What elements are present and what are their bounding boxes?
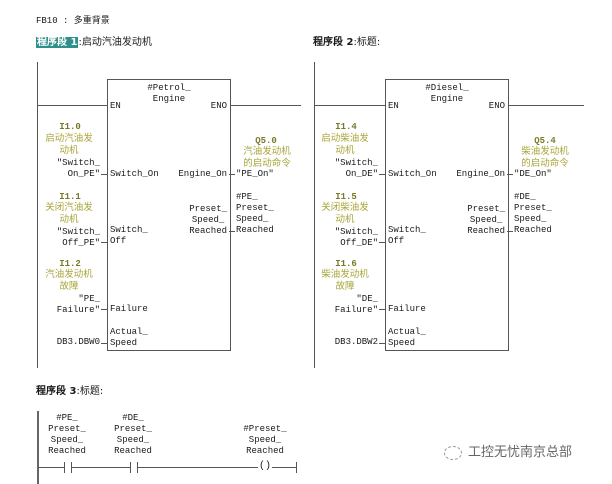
pin-en: EN	[388, 101, 399, 111]
instance-name-line1: #Diesel_	[425, 83, 469, 93]
output-symbol[interactable]: #DE_ Preset_ Speed_ Reached	[514, 192, 552, 235]
segment-title-text: 标题:	[79, 386, 104, 397]
pin-eno: ENO	[210, 101, 227, 111]
input-address: I1.5	[335, 192, 357, 202]
wire	[229, 174, 235, 175]
wire	[101, 309, 107, 310]
segment-title-text: 标题:	[356, 37, 381, 48]
input-address: I1.1	[59, 192, 81, 202]
segment-number: 1	[70, 37, 78, 48]
instance-name-line2: Engine	[430, 94, 464, 104]
segment-separator: :	[353, 37, 357, 48]
normally-open-contact-icon[interactable]	[130, 462, 138, 473]
pin-failure: Failure	[388, 304, 426, 314]
pin-switch-on: Switch_On	[110, 169, 159, 179]
instance-name-line2: Engine	[152, 94, 186, 104]
output-address: Q5.4	[534, 136, 556, 146]
input-symbol[interactable]: "PE_ Failure"	[56, 294, 100, 315]
power-rail-left	[37, 62, 38, 368]
input-address: I1.6	[335, 259, 357, 269]
output-symbol[interactable]: #PE_ Preset_ Speed_ Reached	[236, 192, 274, 235]
input-symbol[interactable]: "Switch_ Off_DE"	[334, 227, 378, 248]
input-comment: 启动汽油发 动机	[45, 133, 93, 156]
segment-label: 程序段	[36, 386, 66, 397]
wire	[101, 242, 107, 243]
power-rail-left	[314, 62, 315, 368]
segment-title-text: 启动汽油发动机	[81, 37, 152, 48]
pin-actual-speed: Actual_ Speed	[388, 327, 426, 348]
pin-preset-speed-reached: Preset_ Speed_ Reached	[189, 204, 227, 236]
wire	[379, 343, 385, 344]
pin-preset-speed-reached: Preset_ Speed_ Reached	[467, 204, 505, 236]
pin-failure: Failure	[110, 304, 148, 314]
right-rail-stub	[296, 462, 297, 473]
input-symbol[interactable]: "Switch_ On_PE"	[56, 158, 100, 179]
wire	[229, 231, 235, 232]
wire	[101, 343, 107, 344]
segment-3-title[interactable]: 程序段 3:标题:	[36, 382, 103, 397]
input-comment: 关闭柴油发 动机	[321, 202, 369, 225]
en-wire	[314, 105, 385, 106]
segment-number: 2	[346, 37, 354, 48]
rung-wire	[38, 467, 296, 468]
wire	[379, 242, 385, 243]
watermark-text: 工控无忧南京总部	[468, 445, 573, 460]
input-comment: 关闭汽油发 动机	[45, 202, 93, 225]
pin-switch-on: Switch_On	[388, 169, 437, 179]
segment-1-label-highlight: 程序段 1	[36, 37, 79, 48]
input-address: I1.2	[59, 259, 81, 269]
wire	[101, 174, 107, 175]
wire	[379, 309, 385, 310]
segment-2-title[interactable]: 程序段 2:标题:	[313, 33, 380, 48]
contact-symbol: #DE_ Preset_ Speed_ Reached	[114, 413, 152, 456]
input-comment: 启动柴油发 动机	[321, 133, 369, 156]
wire	[507, 174, 513, 175]
output-symbol[interactable]: "DE_On"	[514, 169, 552, 179]
wechat-icon	[444, 445, 462, 460]
coil-icon[interactable]: ()	[258, 461, 273, 472]
coil-symbol: #Preset_ Speed_ Reached	[243, 424, 287, 456]
input-symbol[interactable]: DB3.DBW0	[56, 337, 100, 347]
segment-label: 程序段	[313, 37, 343, 48]
wire	[379, 174, 385, 175]
segment-1-title[interactable]: 程序段 1:启动汽油发动机	[36, 33, 152, 48]
input-comment: 汽油发动机 故障	[45, 269, 93, 292]
eno-wire	[229, 105, 301, 106]
pin-engine-on: Engine_On	[178, 169, 227, 179]
normally-open-contact-icon[interactable]	[64, 462, 72, 473]
eno-wire	[507, 105, 584, 106]
input-symbol[interactable]: "DE_ Failure"	[334, 294, 378, 315]
segment-label: 程序段	[37, 37, 67, 48]
output-address: Q5.0	[255, 136, 277, 146]
pin-en: EN	[110, 101, 121, 111]
input-symbol[interactable]: "Switch_ Off_PE"	[56, 227, 100, 248]
instance-name-line1: #Petrol_	[147, 83, 191, 93]
input-address: I1.4	[335, 122, 357, 132]
input-symbol[interactable]: DB3.DBW2	[334, 337, 378, 347]
fb-petrol-engine[interactable]: #Petrol_ Engine EN ENO Switch_On Engine_…	[107, 79, 231, 351]
en-wire	[37, 105, 107, 106]
block-title: FB10 : 多重背景	[36, 16, 110, 26]
pin-actual-speed: Actual_ Speed	[110, 327, 148, 348]
output-comment: 柴油发动机 的启动命令	[521, 146, 569, 169]
power-rail-left	[37, 411, 39, 484]
pin-switch-off: Switch_ Off	[110, 225, 148, 246]
pin-switch-off: Switch_ Off	[388, 225, 426, 246]
segment-separator: :	[78, 37, 82, 48]
wire	[507, 231, 513, 232]
pin-engine-on: Engine_On	[456, 169, 505, 179]
watermark: 工控无忧南京总部	[444, 441, 572, 460]
input-comment: 柴油发动机 故障	[321, 269, 369, 292]
segment-separator: :	[76, 386, 80, 397]
pin-eno: ENO	[488, 101, 505, 111]
output-symbol[interactable]: "PE_On"	[236, 169, 274, 179]
output-comment: 汽油发动机 的启动命令	[243, 146, 291, 169]
input-address: I1.0	[59, 122, 81, 132]
input-symbol[interactable]: "Switch_ On_DE"	[334, 158, 378, 179]
fb-diesel-engine[interactable]: #Diesel_ Engine EN ENO Switch_On Engine_…	[385, 79, 509, 351]
contact-symbol: #PE_ Preset_ Speed_ Reached	[48, 413, 86, 456]
segment-number: 3	[69, 386, 77, 397]
